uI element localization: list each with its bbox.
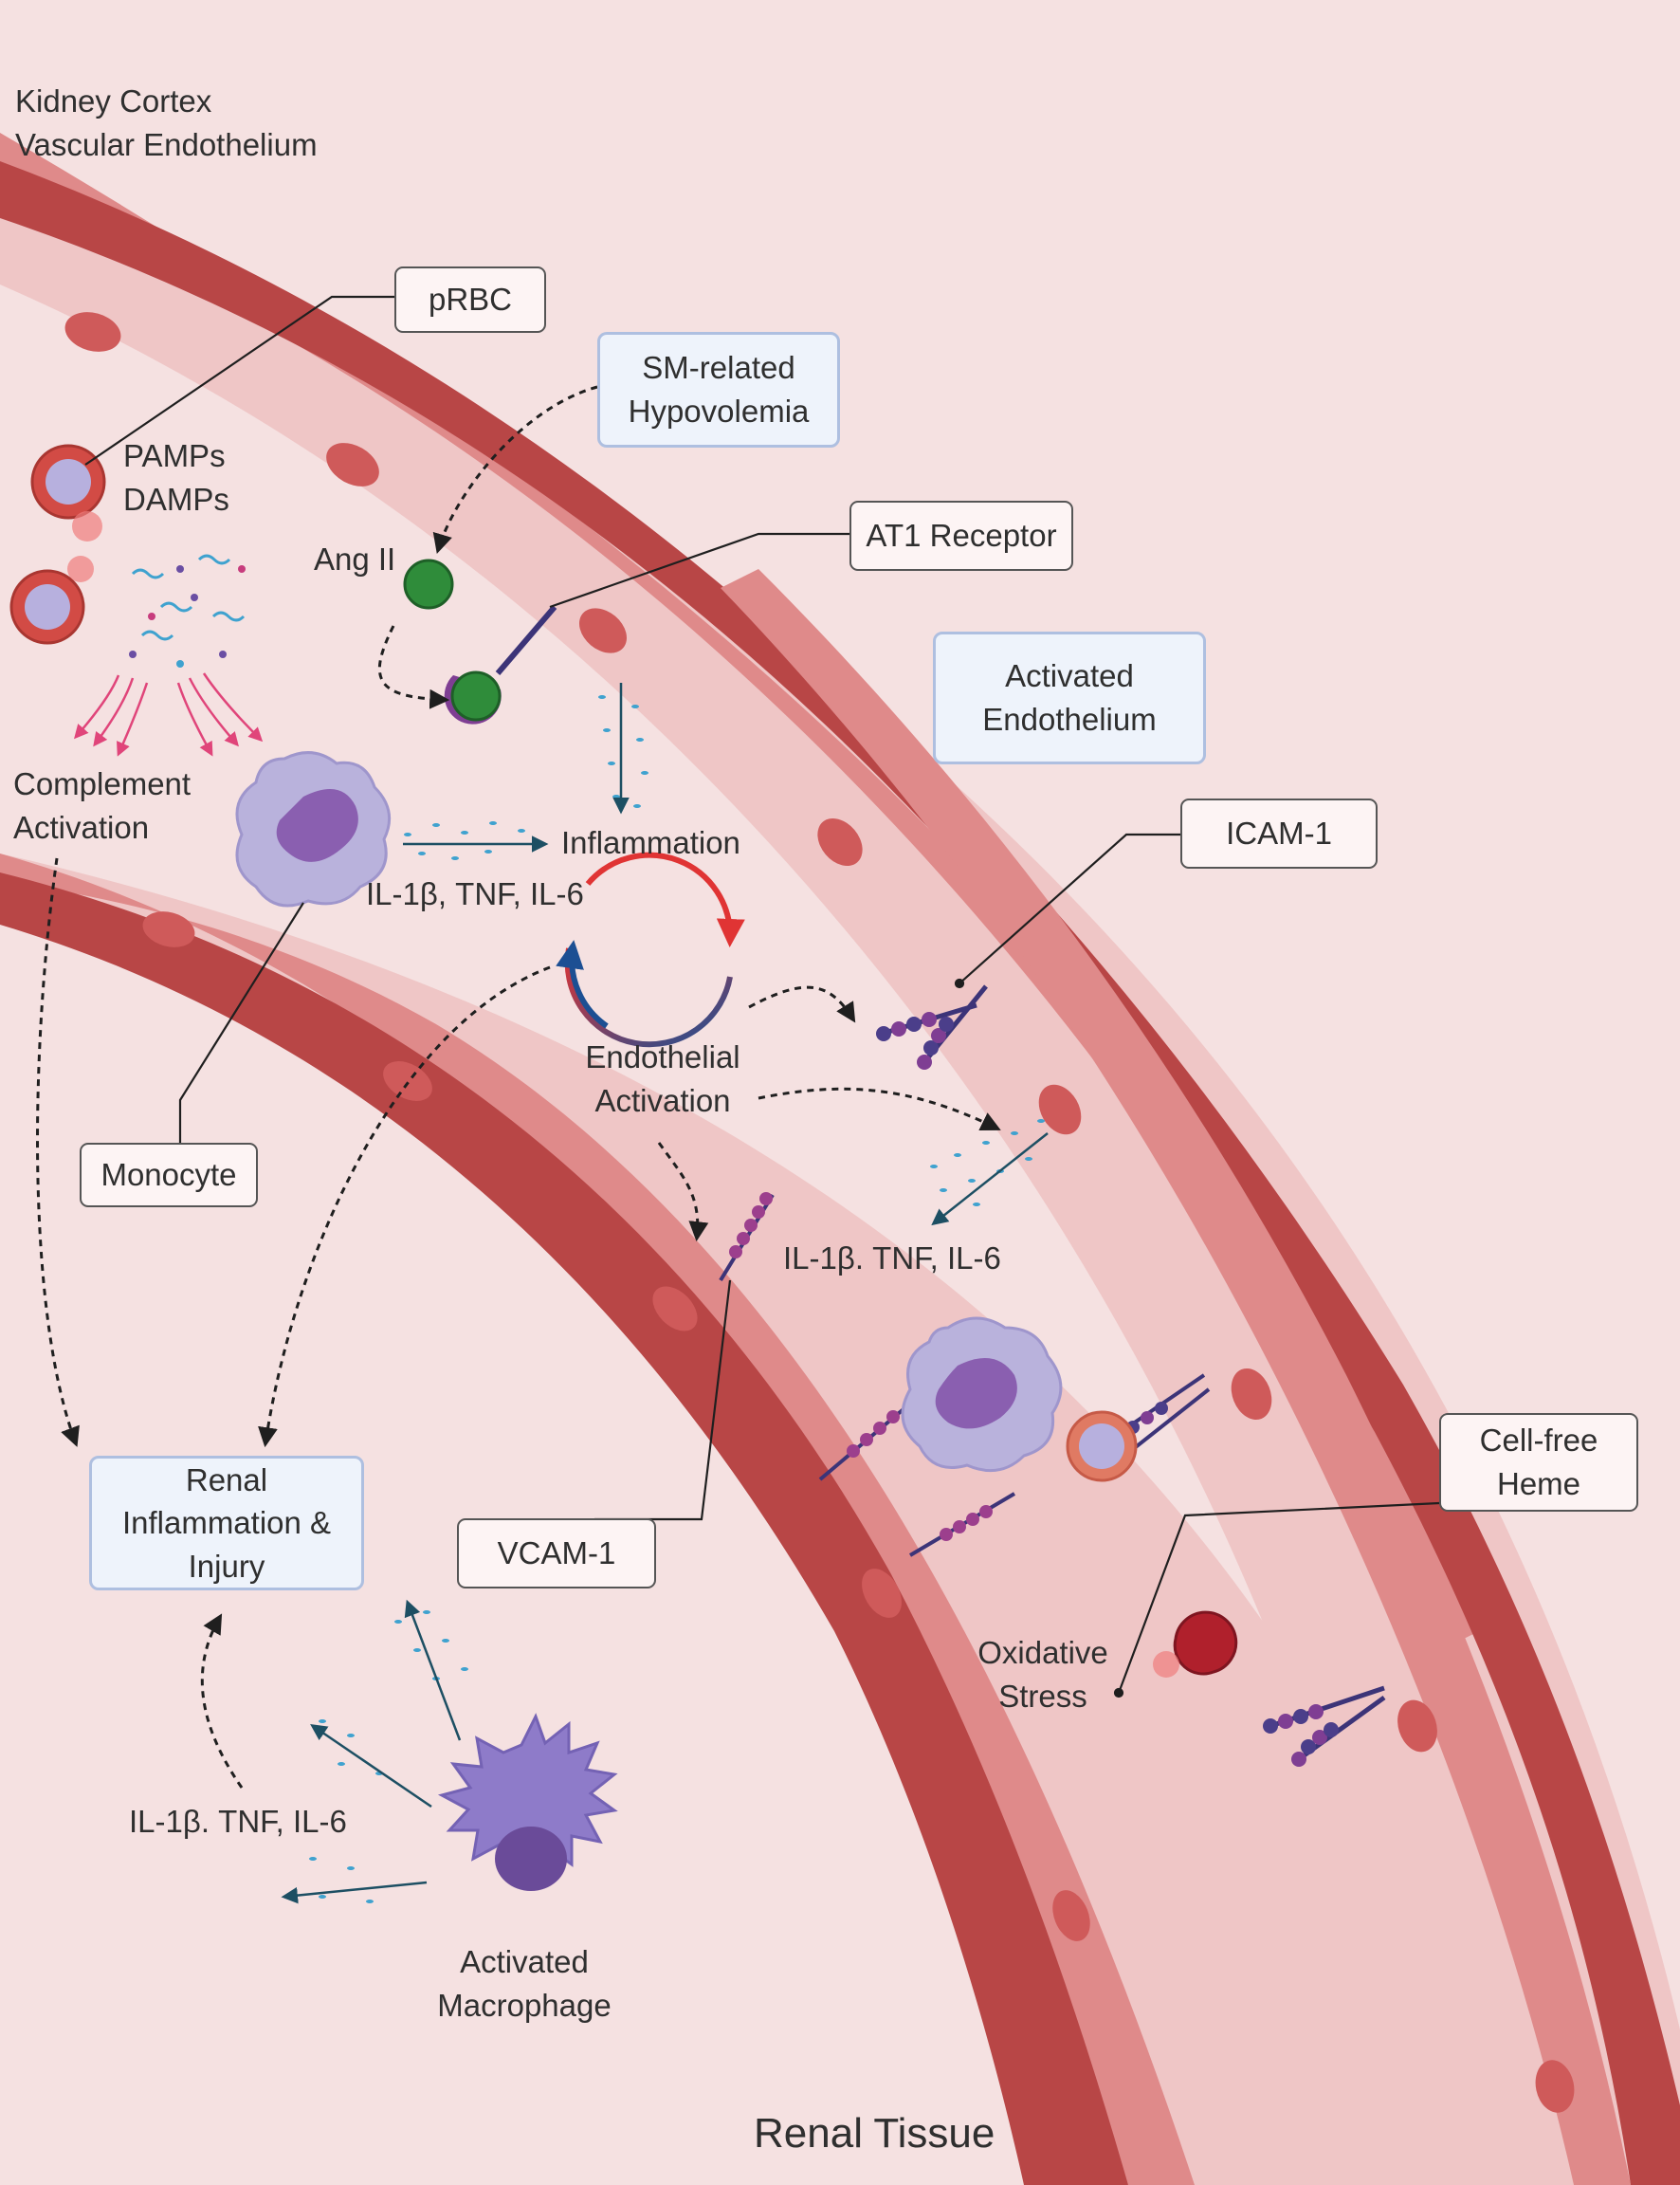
renal-injury-box: Renal Inflammation & Injury: [89, 1456, 364, 1590]
monocyte-cell: [235, 751, 392, 908]
damps-label: DAMPs: [123, 481, 229, 517]
at1-receptor: [444, 605, 557, 725]
ang2-label: Ang II: [314, 542, 396, 577]
oxidative-line-1: Oxidative: [977, 1635, 1108, 1670]
monocyte-cytokine-cloud: [404, 821, 525, 860]
pamp-damp-particles: [129, 554, 246, 668]
adherent-monocyte: [901, 1316, 1063, 1473]
cycle-to-renal-arrow: [258, 965, 551, 1448]
activation-to-icam-arrow: [748, 985, 856, 1023]
activation-to-cytokine-arrow: [758, 1087, 1001, 1131]
icam-box: ICAM-1: [1180, 799, 1378, 869]
macrophage-cytokine-arrow-left: [310, 1724, 432, 1809]
endothelium-cytokine-arrow: [931, 1132, 1049, 1226]
vcam-molecule-mid: [719, 1192, 775, 1282]
activated-macrophage-cell: [437, 1713, 618, 1891]
macrophage-cytokine-arrow-up: [404, 1599, 462, 1741]
icam-molecule-lower: [1263, 1685, 1386, 1767]
prbc-cells: [9, 444, 106, 645]
heme-line-2: Heme: [1496, 1466, 1581, 1501]
icam-molecule-upper: [876, 984, 988, 1070]
endothelial-cytokines-label: IL-1β. TNF, IL-6: [783, 1240, 1001, 1276]
blood-vessel: [0, 133, 1680, 2185]
title-line-2: Vascular Endothelium: [15, 126, 318, 162]
endothelial-activation-line-1: Endothelial: [585, 1039, 740, 1074]
ang2-to-receptor-arrow: [377, 625, 450, 709]
prbc-box: pRBC: [394, 266, 546, 333]
title-line-1: Kidney Cortex: [15, 83, 212, 119]
vessel-lumen: [0, 209, 1680, 2185]
renal-injury-line-1: Renal: [185, 1461, 268, 1497]
adherent-prbc: [1066, 1373, 1211, 1482]
lower-wall: [0, 872, 1128, 2185]
prbc-label: pRBC: [428, 282, 513, 318]
oxidative-line-2: Stress: [998, 1678, 1087, 1714]
diagram-title: Kidney Cortex Vascular Endothelium: [15, 80, 318, 166]
oxidative-stress-label: Oxidative Stress: [967, 1631, 1119, 1717]
macrophage-line-1: Activated: [460, 1944, 589, 1979]
pamps-label: PAMPs: [123, 438, 226, 473]
monocyte-cytokines-label: IL-1β, TNF, IL-6: [366, 876, 584, 911]
at1-receptor-label: AT1 Receptor: [866, 518, 1057, 554]
vcam-molecule-lower-a: [818, 1402, 912, 1481]
inflammation-cycle: [556, 852, 745, 1048]
cell-free-heme: [1153, 1610, 1238, 1678]
complement-to-renal-arrow: [36, 857, 80, 1447]
complement-label: Complement Activation: [13, 762, 191, 849]
endothelial-activation-line-2: Activation: [594, 1082, 731, 1118]
activated-endothelium-box: Activated Endothelium: [933, 632, 1206, 764]
renal-injury-line-3: Injury: [188, 1548, 265, 1584]
activated-endothelium-line-1: Activated: [1005, 658, 1134, 694]
renal-injury-line-2: Inflammation &: [121, 1505, 332, 1541]
monocyte-box: Monocyte: [80, 1143, 258, 1207]
renal-tissue-label: Renal Tissue: [754, 2110, 995, 2157]
right-endothelium-lining: [721, 569, 1631, 2185]
inflammation-label: Inflammation: [561, 825, 740, 860]
vcam-box: VCAM-1: [457, 1518, 656, 1588]
vcam-label: VCAM-1: [497, 1535, 616, 1571]
cell-free-heme-box: Cell-free Heme: [1439, 1413, 1638, 1512]
endothelial-nuclei: [64, 312, 1575, 2113]
vcam-molecule-lower-b: [908, 1492, 1016, 1557]
hypovolemia-box: SM-related Hypovolemia: [597, 332, 840, 448]
complement-line-1: Complement: [13, 766, 192, 801]
activated-macrophage-label: Activated Macrophage: [415, 1940, 633, 2027]
macrophage-cytokines-label: IL-1β. TNF, IL-6: [129, 1804, 347, 1839]
macrophage-to-renal-arrow: [200, 1613, 244, 1789]
at1-receptor-box: AT1 Receptor: [849, 501, 1073, 571]
heme-line-1: Cell-free: [1479, 1423, 1598, 1459]
hypovolemia-to-ang2-arrow: [432, 385, 598, 555]
vessel-lumen-lower: [0, 854, 1526, 2185]
hypovolemia-line-1: SM-related: [642, 350, 795, 386]
hypovolemia-line-2: Hypovolemia: [628, 394, 810, 429]
activated-endothelium-line-2: Endothelium: [982, 702, 1157, 737]
macrophage-cytokine-clouds: [309, 1610, 468, 1903]
pamps-damps-label: PAMPs DAMPs: [123, 434, 229, 521]
ang2-ligand: [403, 559, 454, 610]
macrophage-line-2: Macrophage: [437, 1987, 612, 2023]
leader-lines: [84, 295, 1440, 1698]
complement-line-2: Activation: [13, 809, 150, 845]
endothelial-activation-label: Endothelial Activation: [565, 1036, 760, 1122]
macrophage-cytokine-arrow-down: [281, 1881, 428, 1904]
activation-to-vcam-arrow: [657, 1142, 709, 1242]
monocyte-label: Monocyte: [100, 1157, 237, 1193]
icam-label: ICAM-1: [1226, 816, 1332, 852]
complement-arrows: [74, 672, 264, 757]
